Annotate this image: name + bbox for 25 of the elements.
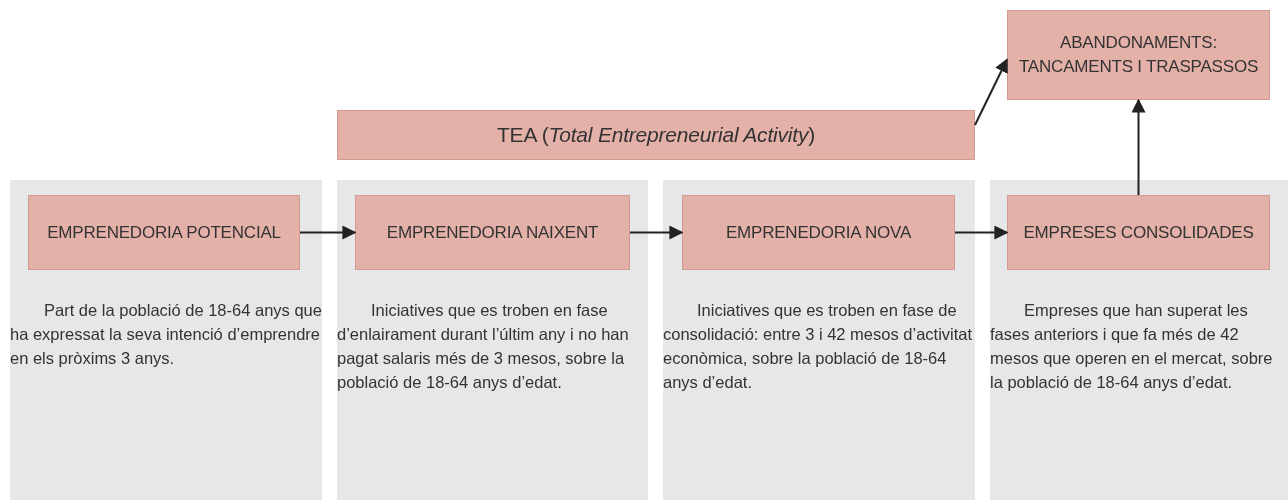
stage-panel xyxy=(10,180,322,500)
label-box xyxy=(355,195,630,270)
label-box xyxy=(1007,195,1270,270)
stage-panel xyxy=(663,180,975,500)
description-text: Part de la població de 18-64 anys que ha expressat la seva intenció d’emprendre en els pròxims 3 anys. xyxy=(10,301,322,367)
stage-title: ABANDONAMENTS: TANCAMENTS I TRASPASSOS xyxy=(1017,32,1260,78)
stage-title: EMPRENEDORIA NAIXENT xyxy=(386,221,599,244)
arrow xyxy=(299,225,357,240)
arrow xyxy=(629,225,684,240)
stage-title: TEA (Total Entrepreneurial Activity) xyxy=(496,123,816,147)
label-box xyxy=(682,195,955,270)
label-box xyxy=(28,195,300,270)
description-text: Iniciatives que es troben en fase de consolidació: entre 3 i 42 mesos d’activitat econòmica, sobre la població de 18-64 anys d’edat. xyxy=(663,301,973,391)
stage-title: EMPRENEDORIA NOVA xyxy=(725,221,912,244)
stage-panel xyxy=(337,180,648,500)
arrow xyxy=(1131,98,1146,196)
stage-title: EMPRESES CONSOLIDADES xyxy=(1023,221,1254,244)
description-text: Iniciatives que es troben en fase d’enlairament durant l’últim any i no han pagat salaris més de 3 mesos, sobre la població de 18-64 anys d’edat. xyxy=(337,301,629,391)
description-text: Empreses que han superat les fases anteriors i que fa més de 42 mesos que operen en el mercat, sobre la població de 18-64 anys d’edat. xyxy=(990,301,1273,391)
arrow xyxy=(974,58,1008,126)
stage-title: EMPRENEDORIA POTENCIAL xyxy=(47,221,281,244)
label-box xyxy=(337,110,975,160)
arrow xyxy=(954,225,1009,240)
stage-panel xyxy=(990,180,1288,500)
label-box xyxy=(1007,10,1270,100)
